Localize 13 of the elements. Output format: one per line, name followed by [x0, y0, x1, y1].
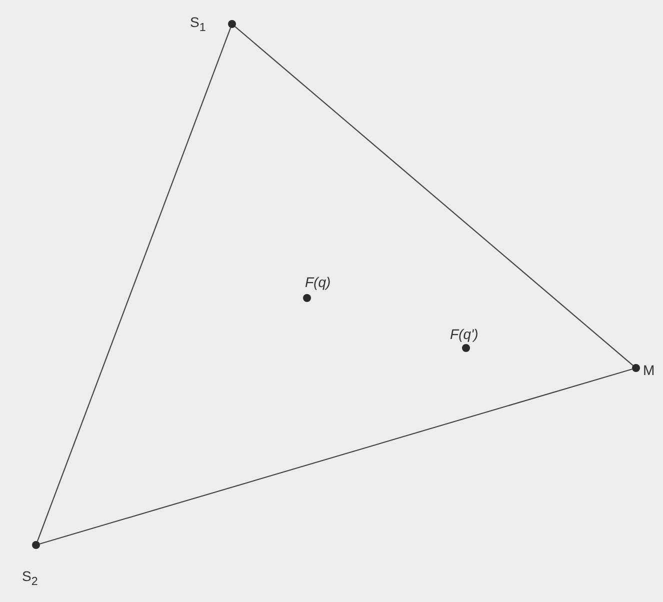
point-label: S$_{2}$ — [22, 568, 38, 588]
triangle-side — [36, 28, 232, 542]
point-marker — [228, 20, 236, 28]
point-marker — [303, 294, 311, 302]
point-label: M — [643, 362, 655, 378]
point-marker — [632, 364, 640, 372]
triangle-side — [234, 26, 634, 366]
point-label: F(q) — [305, 274, 331, 290]
point-label: F(q') — [450, 326, 478, 342]
point-marker — [32, 541, 40, 549]
point-marker — [462, 344, 470, 352]
triangle-side — [40, 368, 632, 544]
point-label: S$_{1}$ — [190, 14, 206, 34]
